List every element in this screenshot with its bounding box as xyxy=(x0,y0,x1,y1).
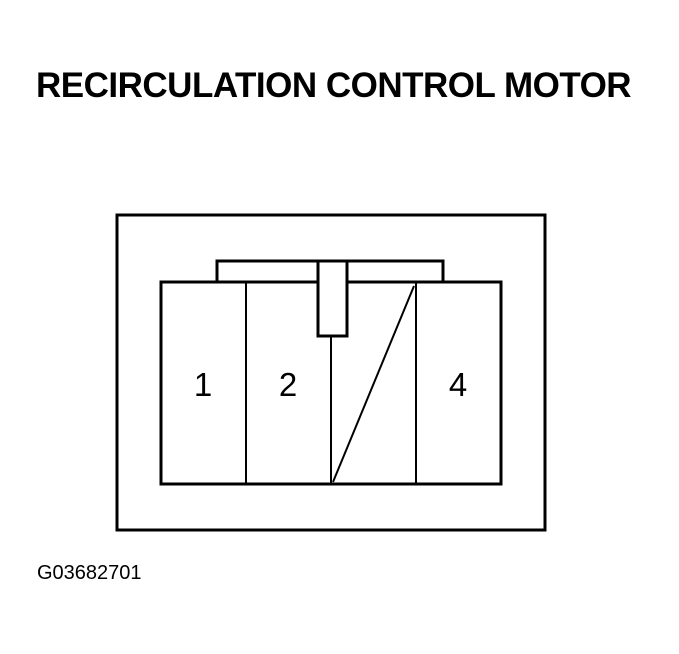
diagram-title: RECIRCULATION CONTROL MOTOR xyxy=(36,66,632,105)
figure-id: G03682701 xyxy=(37,562,142,584)
keying-notch xyxy=(316,259,349,338)
unused-cavity-mark xyxy=(332,285,415,483)
pin-label-2: 2 xyxy=(279,366,297,403)
connector-housing xyxy=(115,213,547,532)
pin-label-1: 1 xyxy=(194,366,212,403)
pin-label-4: 4 xyxy=(449,366,467,403)
